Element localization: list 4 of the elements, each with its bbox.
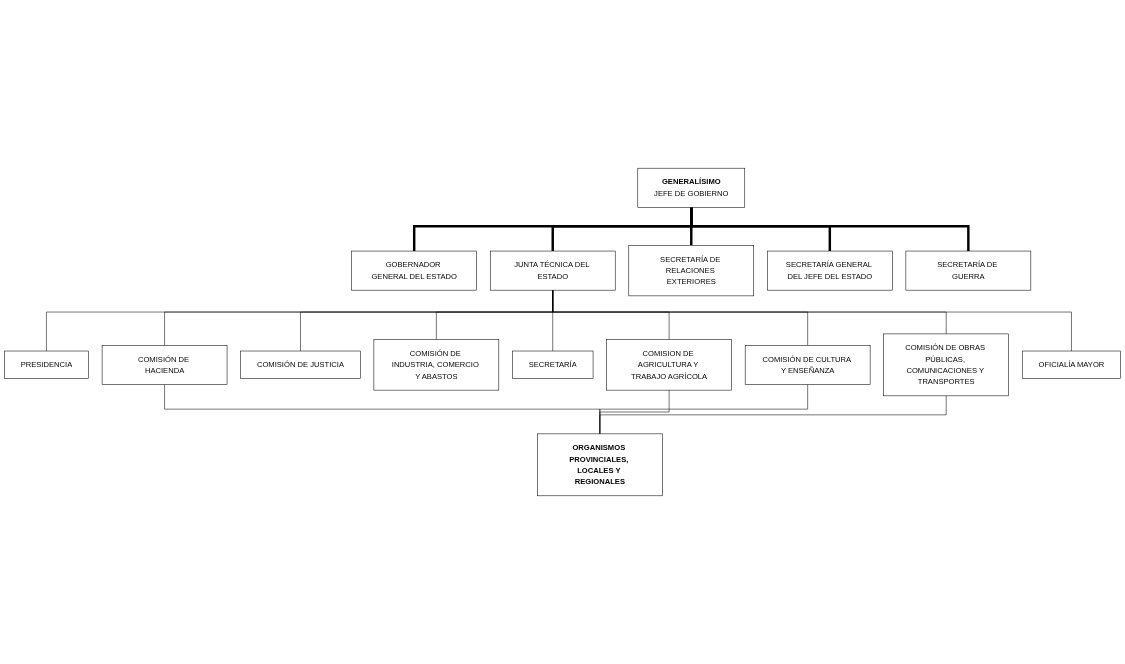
connector: [690, 207, 970, 252]
connector: [552, 289, 1072, 352]
connector: [552, 289, 947, 335]
connector: [599, 395, 947, 435]
